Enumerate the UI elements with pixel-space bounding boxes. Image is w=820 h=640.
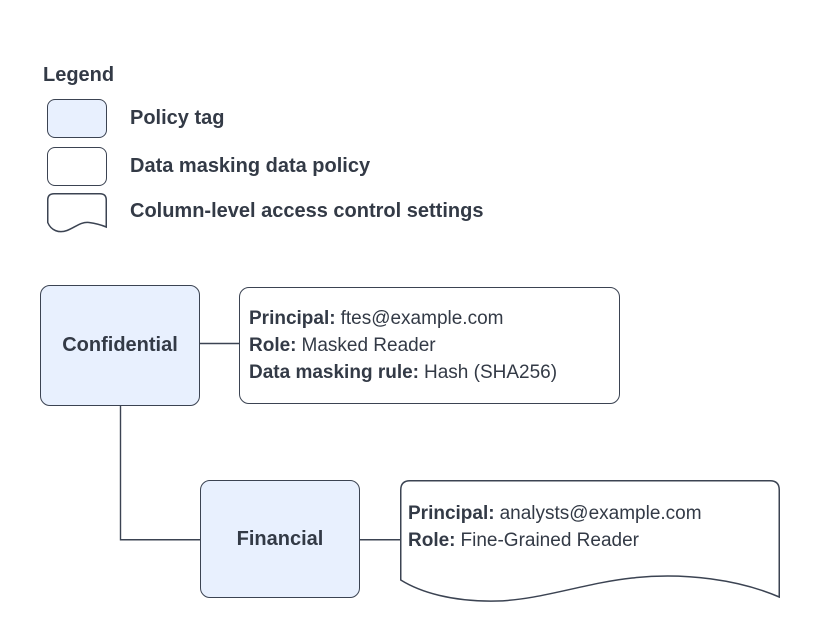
legend-title: Legend <box>43 64 115 86</box>
legend-item-label: Policy tag <box>130 107 225 129</box>
field-label: Role: <box>249 335 297 356</box>
legend-item-label: Data masking data policy <box>130 155 371 177</box>
column-acl-card-shape <box>400 480 780 602</box>
legend-item-policy-tag: Policy tag <box>47 99 224 138</box>
policy-tag-node-financial: Financial <box>200 480 360 598</box>
legend-item-data-masking-policy: Data masking data policy <box>47 147 370 186</box>
field-label: Principal: <box>408 503 495 524</box>
field-value: Masked Reader <box>301 335 436 356</box>
policy-tag-node-label: Confidential <box>62 334 178 356</box>
card-line-role: Role:Masked Reader <box>249 332 619 359</box>
card-line-principal: Principal:ftes@example.com <box>249 305 619 332</box>
card-line-role: Role:Fine-Grained Reader <box>408 527 702 554</box>
legend-item-label: Column-level access control settings <box>130 200 484 222</box>
card-line-principal: Principal:analysts@example.com <box>408 500 702 527</box>
field-value: Fine-Grained Reader <box>460 530 639 551</box>
policy-tag-node-label: Financial <box>236 527 324 550</box>
column-acl-card-text: Principal:analysts@example.com Role:Fine… <box>408 500 702 554</box>
field-label: Principal: <box>249 308 336 329</box>
field-label: Data masking rule: <box>249 362 419 383</box>
field-value: ftes@example.com <box>340 308 504 329</box>
data-policy-swatch-icon <box>47 147 107 186</box>
field-value: analysts@example.com <box>499 503 702 524</box>
field-value: Hash (SHA256) <box>424 362 558 383</box>
card-line-masking-rule: Data masking rule:Hash (SHA256) <box>249 359 619 386</box>
connector-confidential-to-financial <box>119 405 201 541</box>
legend-item-column-acl: Column-level access control settings <box>47 193 483 238</box>
policy-tag-node-confidential: Confidential <box>40 285 200 406</box>
policy-tag-swatch-icon <box>47 99 107 138</box>
data-masking-policy-card: Principal:ftes@example.com Role:Masked R… <box>239 287 620 404</box>
field-label: Role: <box>408 530 456 551</box>
document-swatch-icon <box>47 193 107 233</box>
document-shape <box>47 193 107 233</box>
